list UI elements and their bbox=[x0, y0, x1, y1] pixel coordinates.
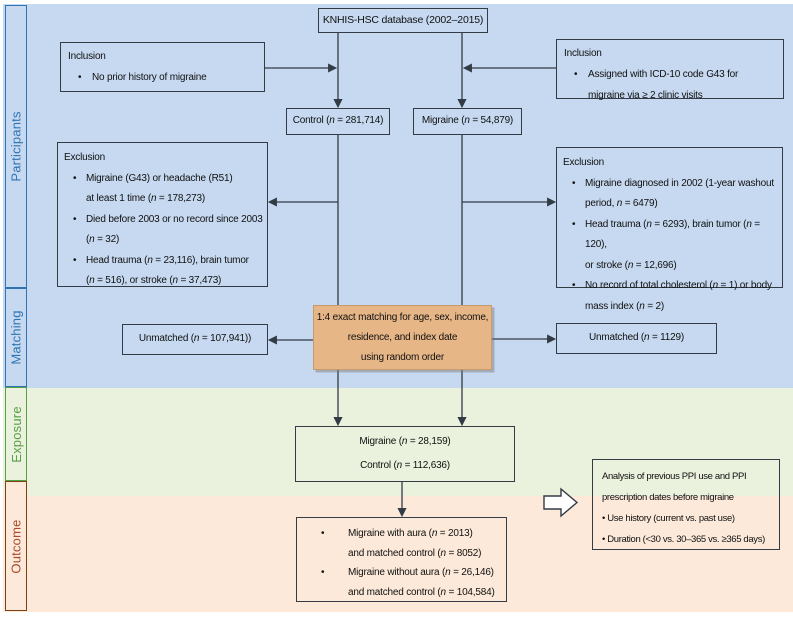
inclusion-right-title: Inclusion bbox=[564, 48, 602, 59]
analysis-line: Analysis of previous PPI use and PPI bbox=[602, 471, 747, 482]
sidebar-tab-exposure: Exposure bbox=[5, 387, 27, 481]
exclusion-left-box: Exclusion Migraine (G43) or headache (R5… bbox=[57, 142, 268, 287]
database-label: KNHIS-HSC database (2002–2015) bbox=[322, 14, 484, 27]
list-item: Head trauma (n = 6293), brain tumor (n =… bbox=[563, 215, 780, 277]
sidebar-tab-matching: Matching bbox=[5, 288, 27, 387]
matching-box: 1:4 exact matching for age, sex, income,… bbox=[313, 305, 492, 370]
list-item: Assigned with ICD-10 code G43 formigrain… bbox=[564, 64, 781, 106]
sidebar-label-outcome: Outcome bbox=[8, 518, 24, 574]
exposure-line: Control (n = 112,636) bbox=[360, 460, 450, 471]
sidebar-tab-participants: Participants bbox=[5, 5, 27, 288]
control-box: Control (n = 281,714) bbox=[286, 108, 390, 135]
exposure-box: Migraine (n = 28,159) Control (n = 112,6… bbox=[295, 426, 515, 482]
exposure-band bbox=[3, 388, 793, 496]
analysis-box: Analysis of previous PPI use and PPI pre… bbox=[592, 459, 780, 550]
list-item: Died before 2003 or no record since 2003… bbox=[64, 210, 265, 251]
unmatched-right-box: Unmatched (n = 1129) bbox=[556, 323, 717, 354]
sidebar-tab-outcome: Outcome bbox=[5, 481, 27, 611]
matching-label: 1:4 exact matching for age, sex, income,… bbox=[316, 312, 489, 363]
inclusion-left-title: Inclusion bbox=[68, 51, 106, 62]
list-item: No prior history of migraine bbox=[68, 67, 262, 88]
sidebar-label-exposure: Exposure bbox=[8, 405, 24, 463]
exclusion-right-title: Exclusion bbox=[563, 157, 604, 168]
block-arrow-right-icon bbox=[543, 487, 579, 518]
list-item: Migraine with aura (n = 2013)and matched… bbox=[297, 524, 504, 563]
unmatched-right-label: Unmatched (n = 1129) bbox=[588, 332, 685, 344]
exposure-line: Migraine (n = 28,159) bbox=[359, 436, 451, 447]
migraine-box: Migraine (n = 54,879) bbox=[413, 108, 522, 135]
list-item: Head trauma (n = 23,116), brain tumor(n … bbox=[64, 251, 265, 292]
database-box: KNHIS-HSC database (2002–2015) bbox=[318, 8, 488, 33]
migraine-label: Migraine (n = 54,879) bbox=[421, 115, 514, 127]
unmatched-left-label: Unmatched (n = 107,941)) bbox=[138, 333, 252, 345]
sidebar-label-participants: Participants bbox=[8, 111, 24, 182]
analysis-line: • Use history (current vs. past use) bbox=[602, 513, 735, 524]
sidebar-label-matching: Matching bbox=[8, 310, 24, 365]
list-item: No record of total cholesterol (n = 1) o… bbox=[563, 276, 780, 317]
exclusion-left-title: Exclusion bbox=[64, 152, 105, 163]
analysis-line: • Duration (<30 vs. 30–365 vs. ≥365 days… bbox=[602, 534, 765, 545]
unmatched-left-box: Unmatched (n = 107,941)) bbox=[122, 324, 268, 355]
inclusion-right-box: Inclusion Assigned with ICD-10 code G43 … bbox=[556, 39, 784, 101]
control-label: Control (n = 281,714) bbox=[292, 115, 384, 127]
list-item: Migraine (G43) or headache (R51)at least… bbox=[64, 169, 265, 210]
exclusion-right-box: Exclusion Migraine diagnosed in 2002 (1-… bbox=[556, 147, 783, 312]
list-item: Migraine without aura (n = 26,146)and ma… bbox=[297, 563, 504, 602]
outcome-box: Migraine with aura (n = 2013)and matched… bbox=[296, 517, 507, 602]
analysis-line: prescription dates before migraine bbox=[602, 492, 734, 503]
list-item: Migraine diagnosed in 2002 (1-year washo… bbox=[563, 174, 780, 215]
inclusion-left-box: Inclusion No prior history of migraine bbox=[60, 42, 265, 92]
